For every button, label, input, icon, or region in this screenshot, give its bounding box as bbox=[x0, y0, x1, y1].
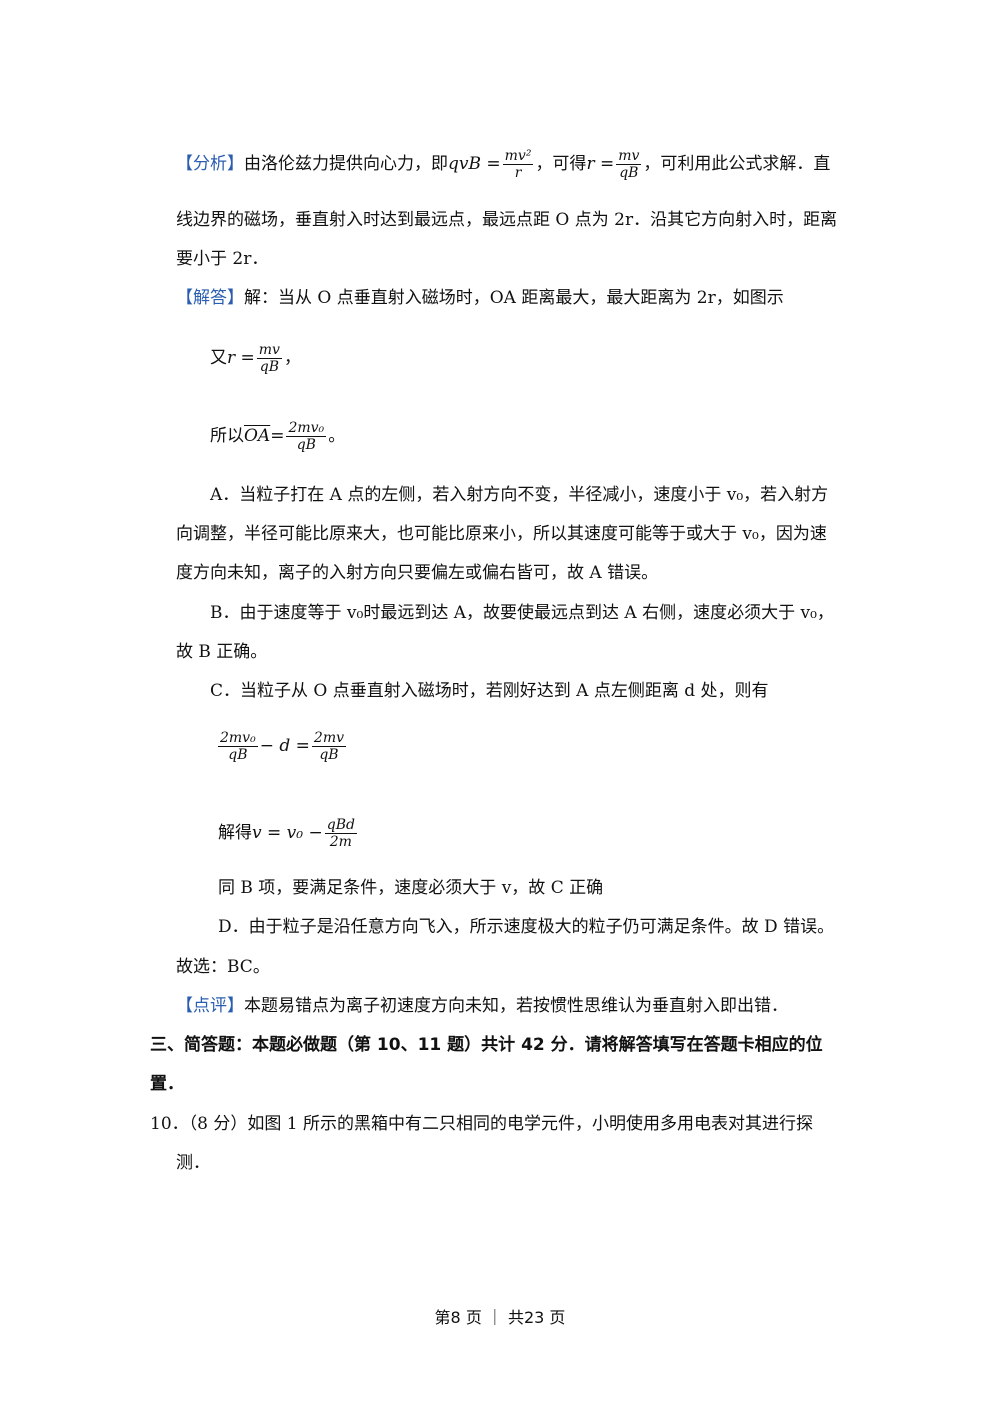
option-a-line-2: 向调整，半径可能比原来大，也可能比原来小，所以其速度可能等于或大于 v₀，因为速 bbox=[176, 524, 827, 544]
comment-line: 【点评】本题易错点为离子初速度方向未知，若按惯性思维认为垂直射入即出错． bbox=[176, 996, 788, 1016]
choice-line: 故选：BC。 bbox=[176, 957, 270, 977]
option-c-line-1: C．当粒子从 O 点垂直射入磁场时，若刚好达到 A 点左侧距离 d 处，则有 bbox=[210, 681, 769, 701]
option-c-line-2: 同 B 项，要满足条件，速度必须大于 v，故 C 正确 bbox=[218, 878, 604, 898]
question-10-line-2: 测． bbox=[176, 1153, 210, 1173]
analysis-line-2: 线边界的磁场，垂直射入时达到最远点，最远点距 O 点为 2r．沿其它方向射入时，… bbox=[176, 210, 838, 230]
option-d-line-1: D．由于粒子是沿任意方向飞入，所示速度极大的粒子仍可满足条件。故 D 错误。 bbox=[218, 917, 835, 937]
option-a-line-3: 度方向未知，离子的入射方向只要偏左或偏右皆可，故 A 错误。 bbox=[176, 563, 659, 583]
section-heading-line-1: 三、简答题：本题必做题（第 10、11 题）共计 42 分．请将解答填写在答题卡… bbox=[150, 1035, 823, 1055]
option-a-line-1: A．当粒子打在 A 点的左侧，若入射方向不变，半径减小，速度小于 v₀，若入射方 bbox=[210, 485, 829, 505]
analysis-tag: 【分析】 bbox=[176, 154, 244, 174]
option-b-line-1: B．由于速度等于 v₀时最远到达 A，故要使最远点到达 A 右侧，速度必须大于 … bbox=[210, 603, 834, 623]
comment-tag: 【点评】 bbox=[176, 996, 244, 1016]
answer-tag: 【解答】 bbox=[176, 288, 244, 308]
option-b-line-2: 故 B 正确。 bbox=[176, 642, 268, 662]
question-10-line-1: 10．（8 分）如图 1 所示的黑箱中有二只相同的电学元件，小明使用多用电表对其… bbox=[150, 1114, 813, 1134]
section-heading-line-2: 置． bbox=[150, 1074, 184, 1094]
page-footer: 第8 页 ｜ 共23 页 bbox=[434, 1308, 566, 1327]
analysis-line-3: 要小于 2r． bbox=[176, 249, 269, 269]
answer-line-1: 【解答】解：当从 O 点垂直射入磁场时，OA 距离最大，最大距离为 2r，如图示 bbox=[176, 288, 784, 308]
